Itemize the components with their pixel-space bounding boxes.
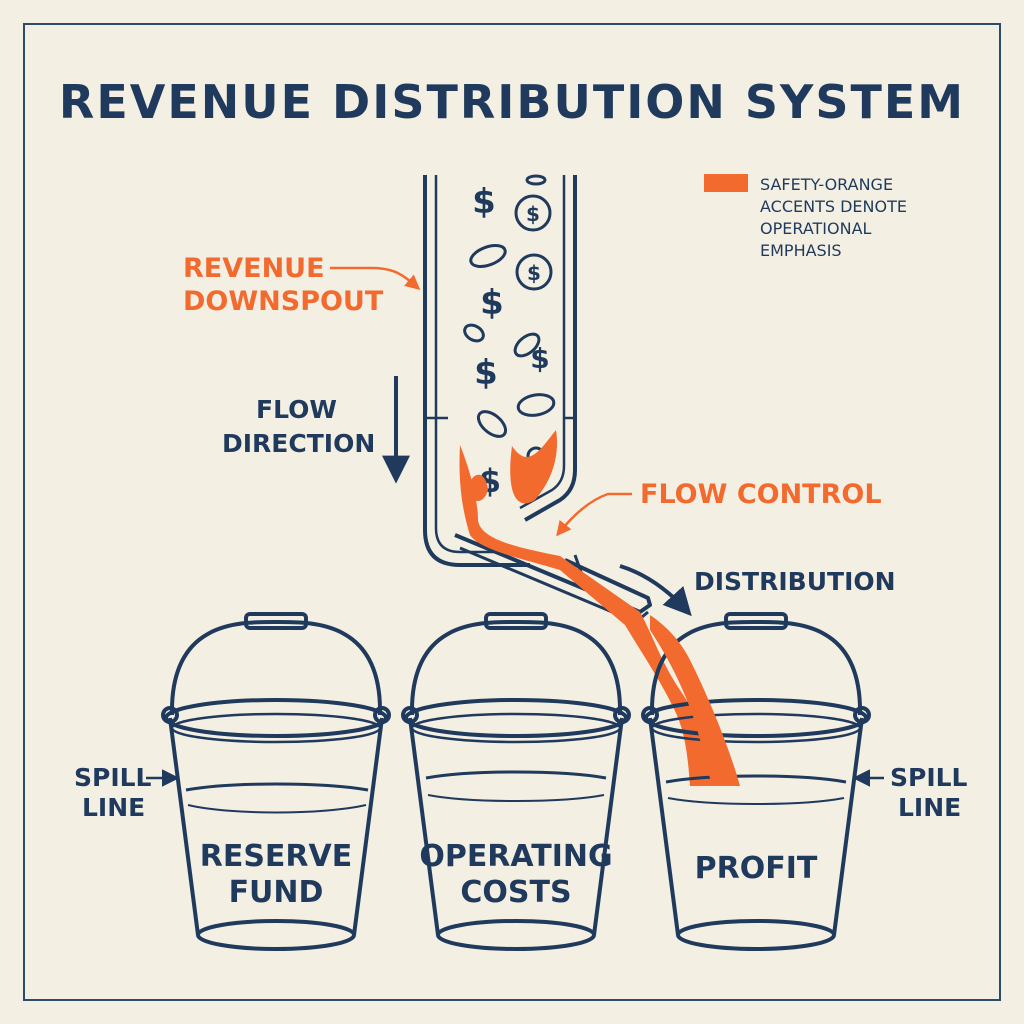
- legend-line-3: OPERATIONAL: [760, 219, 872, 238]
- callout-flow-direction: FLOW DIRECTION: [222, 376, 410, 484]
- coin: [463, 323, 485, 343]
- bucket-operating-costs: [401, 612, 631, 951]
- label-flow-control: FLOW CONTROL: [640, 479, 882, 510]
- bucket-label-operating-line1: OPERATING: [419, 839, 612, 874]
- bucket-reserve-fund: [161, 612, 391, 951]
- callout-spill-line-left: SPILL LINE: [74, 763, 180, 822]
- legend-line-1: SAFETY-ORANGE: [760, 175, 893, 194]
- callout-spill-line-right: SPILL LINE: [852, 763, 968, 822]
- orange-stream-into-profit: [650, 615, 740, 786]
- callout-revenue-downspout: REVENUE DOWNSPOUT: [183, 253, 421, 317]
- coin: [513, 332, 541, 358]
- coin: [516, 393, 556, 417]
- legend-orange-swatch: [704, 174, 748, 192]
- revenue-downspout: [423, 175, 652, 624]
- legend-line-4: EMPHASIS: [760, 241, 842, 260]
- coin-with-dollar: [515, 253, 553, 291]
- label-line-left: LINE: [82, 793, 145, 822]
- label-spill-right: SPILL: [890, 763, 968, 792]
- label-flow: FLOW: [256, 395, 337, 424]
- distribution-arrow: [619, 564, 692, 617]
- dollar-sign: $: [527, 261, 541, 285]
- coin: [469, 244, 507, 268]
- label-line-right: LINE: [898, 793, 961, 822]
- coin: [525, 174, 547, 186]
- bucket-label-reserve-line2: FUND: [229, 875, 324, 910]
- label-spill-left: SPILL: [74, 763, 152, 792]
- bucket-label-reserve-line1: RESERVE: [200, 839, 353, 874]
- coin: [476, 410, 508, 438]
- callout-distribution: DISTRIBUTION: [619, 564, 896, 617]
- dollar-sign: $: [472, 182, 496, 222]
- label-revenue: REVENUE: [183, 253, 325, 284]
- diagram-title: REVENUE DISTRIBUTION SYSTEM: [59, 75, 965, 129]
- label-downspout: DOWNSPOUT: [183, 286, 384, 317]
- outer-frame: [23, 23, 1001, 1001]
- dollar-sign: $: [480, 283, 504, 323]
- dollar-sign: $: [474, 353, 498, 393]
- label-direction: DIRECTION: [222, 429, 375, 458]
- label-distribution: DISTRIBUTION: [694, 567, 896, 596]
- legend: SAFETY-ORANGE ACCENTS DENOTE OPERATIONAL…: [704, 174, 907, 260]
- dollar-sign: $: [526, 202, 540, 226]
- legend-line-2: ACCENTS DENOTE: [760, 197, 907, 216]
- bucket-profit: [641, 612, 871, 951]
- callout-flow-control: FLOW CONTROL: [556, 479, 882, 537]
- dollar-sign: $: [530, 342, 549, 375]
- bucket-label-operating-line2: COSTS: [460, 875, 571, 910]
- bucket-label-profit: PROFIT: [695, 851, 818, 886]
- coin-with-dollar: [514, 194, 552, 232]
